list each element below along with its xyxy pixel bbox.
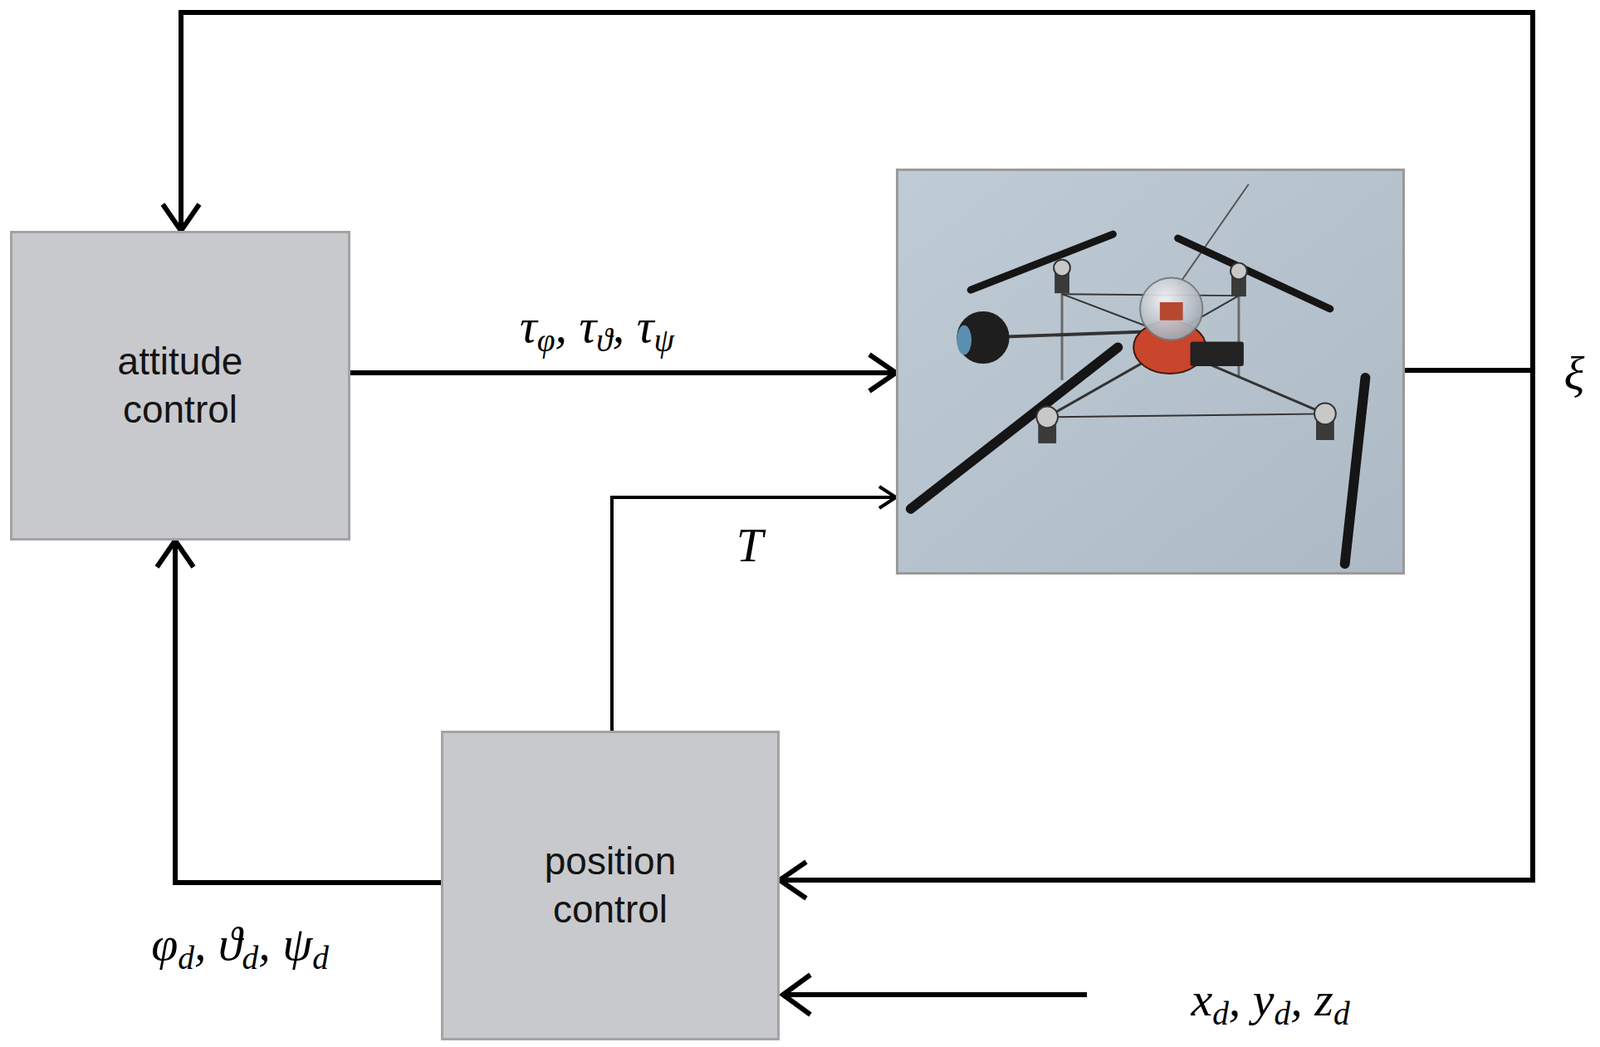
math-glyph: ψ xyxy=(282,916,313,971)
camera-housing xyxy=(956,311,1009,364)
math-glyph: d xyxy=(1212,995,1229,1033)
math-glyph xyxy=(1302,972,1316,1027)
math-glyph: d xyxy=(1333,995,1351,1033)
signal-arrow xyxy=(350,354,896,392)
math-glyph xyxy=(205,916,219,971)
math-glyph: , xyxy=(1228,972,1242,1027)
math-glyph: x xyxy=(1190,972,1213,1027)
antenna xyxy=(1178,184,1249,286)
math-glyph: d xyxy=(177,939,195,977)
math-glyph: τ xyxy=(579,298,597,353)
math-glyph: φ xyxy=(537,322,556,359)
math-glyph: T xyxy=(736,518,764,573)
signal-label: xd, yd, zd xyxy=(1190,970,1350,1029)
signal-label: φd, ϑd, ψd xyxy=(151,914,329,974)
box-label: position control xyxy=(510,837,710,934)
signal-label: τφ, τϑ, τψ xyxy=(519,297,675,356)
signal-label: ξ xyxy=(1564,344,1586,403)
math-glyph: d xyxy=(312,939,329,977)
math-glyph xyxy=(270,916,284,971)
math-glyph: ϑ xyxy=(596,322,612,359)
math-glyph: , xyxy=(555,298,568,353)
math-glyph xyxy=(624,298,637,353)
rotor-hub xyxy=(1036,406,1058,428)
rotor-hub xyxy=(1053,259,1071,277)
math-glyph: y xyxy=(1252,972,1275,1027)
edge-group xyxy=(156,12,1533,899)
rotor-blade xyxy=(910,347,1119,509)
sky-ground xyxy=(898,171,1403,573)
drone-illustration xyxy=(898,171,1403,573)
controller-box: attitude control xyxy=(9,230,351,541)
battery xyxy=(1190,341,1244,367)
math-glyph xyxy=(567,298,580,353)
rotor-hub xyxy=(1230,263,1248,280)
math-glyph: ψ xyxy=(653,322,675,359)
rotor-blade xyxy=(1345,377,1366,564)
rotor-blade xyxy=(1178,238,1331,309)
math-glyph: d xyxy=(1274,995,1292,1033)
rotor-hub xyxy=(1314,403,1336,426)
camera-lens xyxy=(956,325,972,356)
math-glyph: τ xyxy=(519,298,538,353)
math-glyph: ϑ xyxy=(218,916,242,971)
box-label: attitude control xyxy=(80,337,280,434)
math-glyph: d xyxy=(241,939,259,977)
math-glyph: τ xyxy=(636,298,655,353)
signal-arrow xyxy=(611,486,896,731)
math-glyph: , xyxy=(194,916,207,971)
rotor-blade xyxy=(970,234,1113,290)
controller-box: position control xyxy=(440,730,780,1041)
math-glyph: , xyxy=(258,916,271,971)
signal-arrow xyxy=(156,540,441,883)
math-glyph: z xyxy=(1314,972,1334,1027)
frame-strut xyxy=(1047,413,1326,417)
math-glyph xyxy=(1240,972,1253,1027)
signal-label: T xyxy=(736,516,764,575)
math-glyph: ξ xyxy=(1564,346,1586,401)
dome xyxy=(1140,277,1203,340)
math-glyph: φ xyxy=(151,916,178,971)
math-glyph: , xyxy=(1290,972,1303,1027)
electronics xyxy=(1159,302,1184,321)
math-glyph: , xyxy=(612,298,626,353)
quadrotor-photo xyxy=(895,168,1405,575)
input-arrow xyxy=(782,974,1087,1015)
